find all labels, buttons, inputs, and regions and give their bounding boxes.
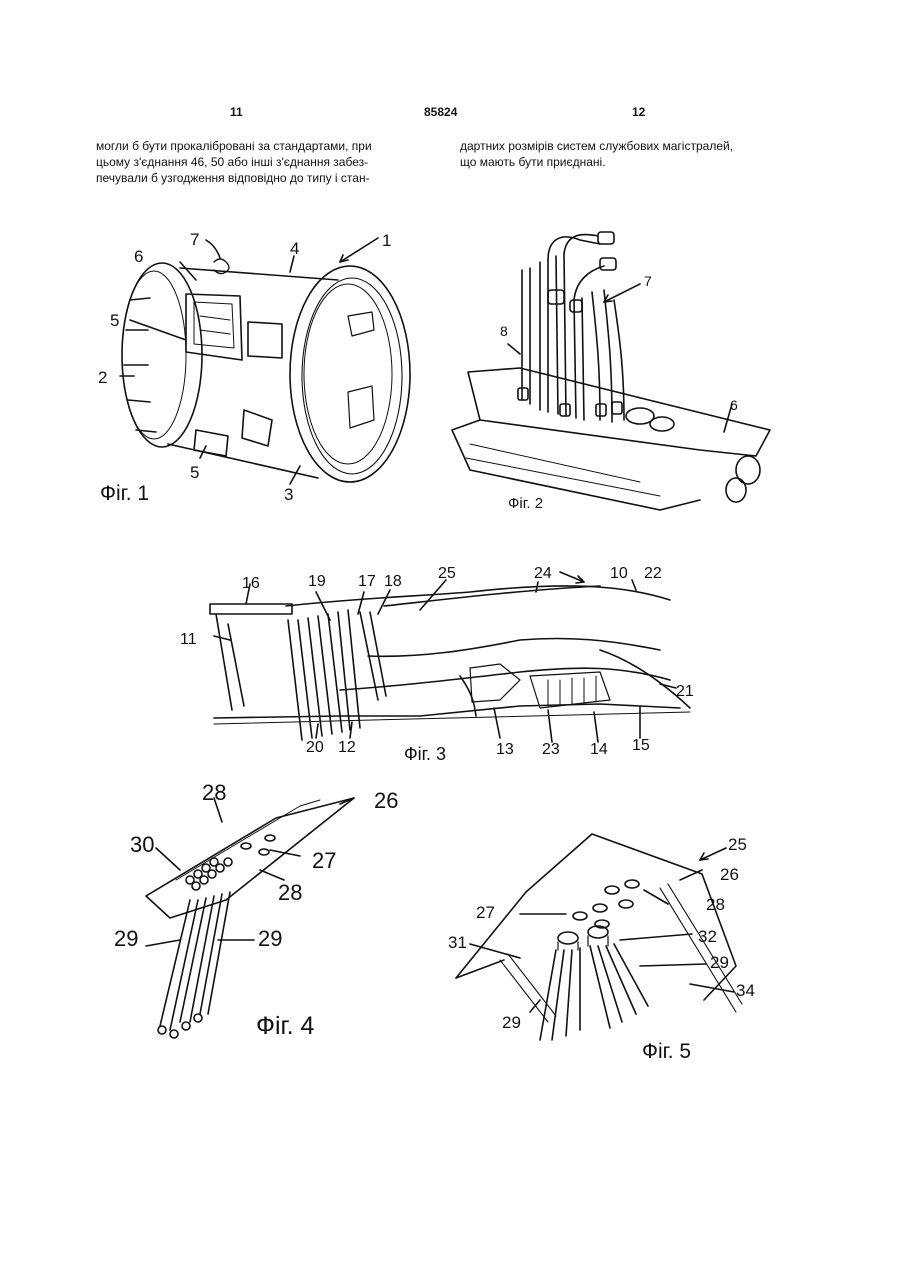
- label-fig3: 25: [438, 565, 456, 582]
- label-fig4: 28: [278, 880, 302, 905]
- label-fig1: 1: [382, 231, 391, 250]
- label-fig3: 23: [542, 741, 560, 758]
- label-fig5: 27: [476, 903, 495, 922]
- label-fig2: 8: [500, 323, 508, 339]
- label-fig3: 12: [338, 739, 356, 756]
- caption-fig-3: Фіг. 3: [404, 744, 446, 764]
- label-fig3: 22: [644, 565, 662, 582]
- label-fig3: 20: [306, 739, 324, 756]
- caption-fig-4: Фіг. 4: [256, 1012, 315, 1040]
- label-fig3: 24: [534, 565, 552, 582]
- label-fig3: 15: [632, 737, 650, 754]
- label-fig5: 31: [448, 933, 467, 952]
- label-fig2: 6: [730, 397, 738, 413]
- label-fig1: 2: [98, 368, 107, 387]
- caption-fig-1: Фіг. 1: [100, 482, 149, 505]
- caption-fig-5: Фіг. 5: [642, 1040, 691, 1063]
- label-fig3: 17: [358, 573, 376, 590]
- figure-3-drawing: [210, 572, 690, 742]
- caption-fig-2: Фіг. 2: [508, 495, 543, 512]
- label-fig5: 29: [502, 1013, 521, 1032]
- label-fig5: 25: [728, 835, 747, 854]
- label-fig5: 29: [710, 953, 729, 972]
- label-fig3: 11: [180, 631, 197, 648]
- label-fig3: 19: [308, 573, 326, 590]
- label-fig5: 26: [720, 865, 739, 884]
- figure-1-drawing: [120, 238, 410, 484]
- figure-captions: Фіг. 1 Фіг. 2 Фіг. 3 Фіг. 4 Фіг. 5: [100, 482, 691, 1063]
- label-fig1: 3: [284, 485, 293, 504]
- label-fig1: 5: [110, 311, 119, 330]
- label-fig2: 7: [644, 273, 652, 289]
- label-fig3: 14: [590, 741, 608, 758]
- label-fig5: 32: [698, 927, 717, 946]
- figure-2-drawing: [452, 232, 770, 510]
- label-fig1: 5: [190, 463, 199, 482]
- label-fig4: 29: [114, 926, 138, 951]
- label-fig3: 21: [676, 683, 694, 700]
- label-fig3: 18: [384, 573, 402, 590]
- label-fig1: 4: [290, 239, 299, 258]
- label-fig3: 13: [496, 741, 514, 758]
- label-fig4: 26: [374, 788, 398, 813]
- label-fig3: 16: [242, 575, 260, 592]
- figure-labels: 1 2 3 4 5 5 6 7 6 7 8 10 11 12 13 14 15 …: [98, 230, 755, 1032]
- figure-4-drawing: [146, 798, 354, 1038]
- label-fig4: 27: [312, 848, 336, 873]
- label-fig4: 28: [202, 780, 226, 805]
- label-fig4: 29: [258, 926, 282, 951]
- label-fig1: 6: [134, 247, 143, 266]
- label-fig5: 34: [736, 981, 755, 1000]
- label-fig1: 7: [190, 230, 199, 249]
- label-fig4: 30: [130, 832, 154, 857]
- label-fig5: 28: [706, 895, 725, 914]
- label-fig3: 10: [610, 565, 628, 582]
